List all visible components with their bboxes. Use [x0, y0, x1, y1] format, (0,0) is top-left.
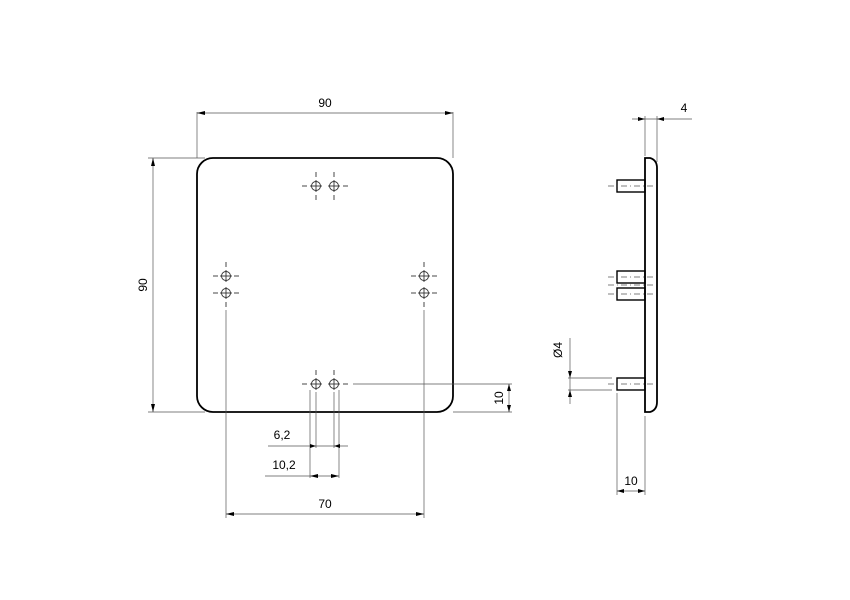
- dim-width-label: 90: [318, 96, 332, 110]
- dim-10-2-label: 10,2: [272, 458, 296, 472]
- plate-profile: [644, 157, 658, 413]
- dim-height-label: 90: [136, 278, 150, 292]
- hole-pair-top: [302, 172, 348, 200]
- dim-dia4-label: Ø4: [551, 342, 565, 358]
- dim-4-label: 4: [681, 101, 688, 115]
- dim-10-right-label: 10: [492, 391, 506, 405]
- dim-6-2-label: 6,2: [274, 428, 291, 442]
- front-view: 90 90: [136, 96, 512, 518]
- dim-10-bottom-label: 10: [624, 474, 638, 488]
- side-view: 4 Ø4 10: [551, 101, 692, 495]
- dim-70-label: 70: [318, 497, 332, 511]
- hole-pair-right: [411, 262, 437, 307]
- plate-outline: [196, 157, 454, 413]
- hole-pair-left: [213, 262, 239, 307]
- hole-pair-bottom: [302, 370, 348, 390]
